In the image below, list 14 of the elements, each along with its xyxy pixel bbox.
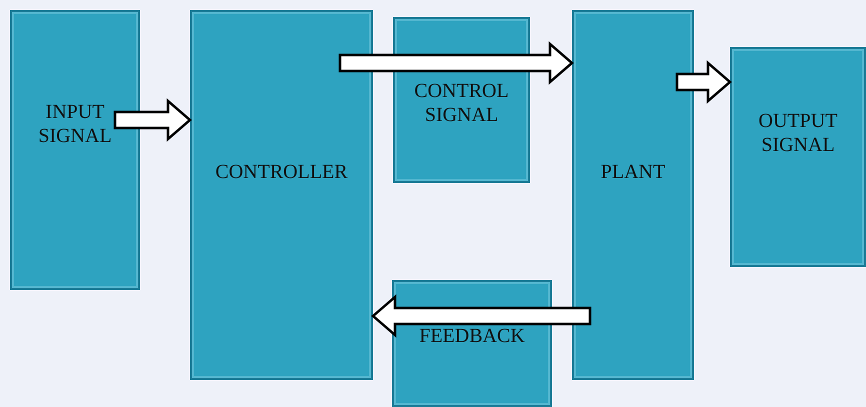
block-arrow	[338, 41, 574, 85]
block-label: INPUT SIGNAL	[37, 100, 113, 148]
block-box	[10, 10, 140, 290]
block-box	[572, 10, 694, 380]
block-box	[190, 10, 373, 380]
block-label: CONTROLLER	[214, 160, 349, 184]
block-label: PLANT	[600, 160, 666, 184]
block-arrow	[371, 294, 592, 338]
block-box	[730, 47, 866, 267]
block-arrow	[676, 60, 732, 104]
block-arrow	[114, 98, 192, 142]
block-label: OUTPUT SIGNAL	[758, 109, 838, 157]
block-label: FEEDBACK	[418, 324, 526, 348]
block-label: CONTROL SIGNAL	[413, 79, 510, 127]
